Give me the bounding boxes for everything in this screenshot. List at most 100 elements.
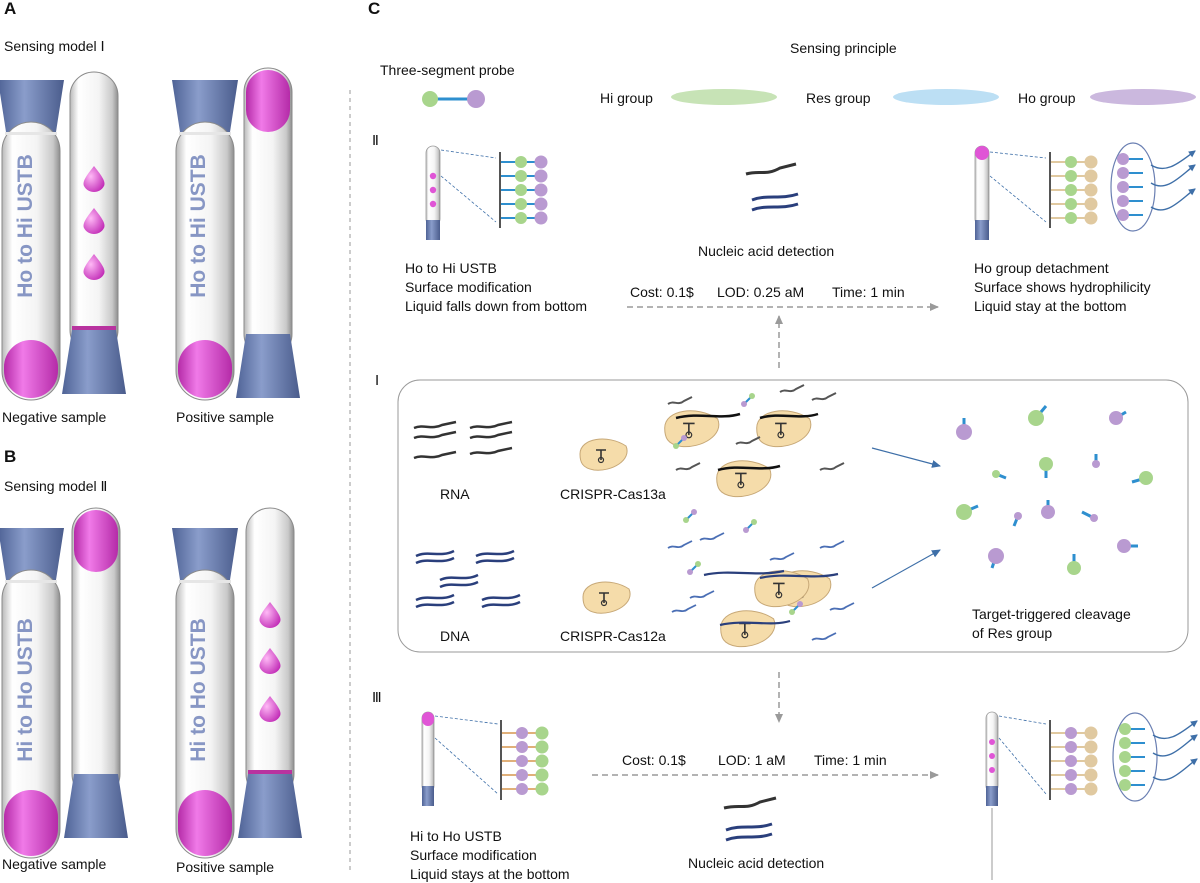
cas-body xyxy=(582,581,631,614)
probe-inner-ball xyxy=(516,727,528,739)
hi-fragment xyxy=(992,470,1000,478)
row-ii-time: Time: 1 min xyxy=(832,284,905,300)
tube-cap-top xyxy=(172,528,238,580)
panel-label-a: A xyxy=(4,0,17,18)
sensing-principle-title: Sensing principle xyxy=(790,40,897,56)
probe-bit-ball xyxy=(695,561,701,567)
tube-cap-bottom xyxy=(238,774,302,838)
row-i-graphics xyxy=(413,384,1153,648)
crrna-loop xyxy=(777,431,785,439)
probe-label: Three-segment probe xyxy=(380,62,515,78)
probe-bit-ball xyxy=(741,401,747,407)
released-ball xyxy=(1119,765,1131,777)
crrna-loop xyxy=(741,631,749,639)
liquid-droplet xyxy=(259,696,281,722)
tube-cap-bottom xyxy=(236,334,300,398)
row-ii-roman: Ⅱ xyxy=(372,134,379,149)
tube-cap-bottom xyxy=(64,774,128,838)
rna-fragment xyxy=(819,462,845,471)
probe-bit-ball xyxy=(687,569,693,575)
cas-body xyxy=(720,610,776,648)
ho-fragment xyxy=(1109,411,1123,425)
probe-inner-ball xyxy=(1065,755,1077,767)
probe-array-left-iii xyxy=(502,726,549,796)
probe-outer-ball xyxy=(534,155,548,169)
legend-ho: Ho group xyxy=(1018,90,1076,106)
tube-a-negative-outer xyxy=(0,80,64,401)
legend xyxy=(422,89,1196,108)
probe-outer-ball xyxy=(535,768,549,782)
row-i-roman: Ⅰ xyxy=(375,374,380,389)
probe-outer-ball xyxy=(534,183,548,197)
liquid-top xyxy=(246,70,290,132)
row-iii-left-2: Surface modification xyxy=(410,847,537,863)
liquid-droplet xyxy=(83,166,105,192)
tube-label-b2: Hi to Ho USTB xyxy=(187,618,210,761)
liquid-bottom xyxy=(4,790,58,856)
released-ball xyxy=(1117,195,1129,207)
dna-fragment xyxy=(811,632,837,641)
probe-inner-ball xyxy=(1065,727,1077,739)
hi-fragment xyxy=(1067,561,1081,575)
row-iii-cost: Cost: 0.1$ xyxy=(622,752,686,768)
dna-fragment xyxy=(819,540,845,549)
crrna-loop xyxy=(597,456,605,464)
released-ball xyxy=(1119,751,1131,763)
crrna xyxy=(599,592,609,603)
tube-b-positive-inner xyxy=(238,507,302,838)
liquid-droplet xyxy=(259,648,281,674)
target-dna xyxy=(719,619,791,627)
panel-a-negative: Negative sample xyxy=(2,409,107,425)
target-rna xyxy=(675,412,741,420)
legend-hi: Hi group xyxy=(600,90,653,106)
released-ball xyxy=(1117,209,1129,221)
tube-a-negative-inner xyxy=(62,71,126,394)
rna-fragment xyxy=(779,384,805,393)
probe-bit-ball xyxy=(789,609,795,615)
probe-inner-ball xyxy=(516,755,528,767)
cas-body xyxy=(756,410,812,448)
probe-bit-ball xyxy=(751,519,757,525)
liquid-bottom xyxy=(178,790,232,856)
row-ii-center: Nucleic acid detection xyxy=(698,243,835,259)
released-ball xyxy=(1117,153,1129,165)
row-iii-center: Nucleic acid detection xyxy=(688,855,825,871)
row-i-dna: DNA xyxy=(440,628,470,644)
panel-a-positive: Positive sample xyxy=(176,409,275,425)
probe-bit-ball xyxy=(681,435,687,441)
release-arrow xyxy=(1150,164,1196,187)
rna-fragment xyxy=(811,392,837,401)
panel-label-c: C xyxy=(368,0,381,18)
crrna-loop xyxy=(600,599,608,607)
dna-fragment xyxy=(829,602,855,611)
cas-protein xyxy=(582,581,631,614)
probe-inner-ball xyxy=(516,769,528,781)
row-iii-roman: Ⅲ xyxy=(372,691,382,706)
crrna-loop xyxy=(737,481,745,489)
panel-a-title: Sensing model Ⅰ xyxy=(4,38,105,54)
cas-protein xyxy=(756,410,812,448)
release-arrow xyxy=(1150,150,1196,170)
tube-cap-bottom xyxy=(62,330,126,394)
row-iii-lod: LOD: 1 aM xyxy=(718,752,786,768)
probe-outer-ball xyxy=(1084,169,1098,183)
dna-fragment xyxy=(671,604,697,613)
target-rna xyxy=(717,464,781,472)
row-iii-graphics xyxy=(421,711,1198,880)
probe-array-left xyxy=(501,155,548,225)
hi-fragment xyxy=(1028,410,1044,426)
tube-rim xyxy=(179,132,231,135)
tube-illustrations xyxy=(0,67,302,859)
liquid-top xyxy=(74,510,118,572)
probe-outer-ball xyxy=(1084,740,1098,754)
ho-fragment xyxy=(1090,514,1098,522)
ho-fragment xyxy=(988,548,1004,564)
tube-glass xyxy=(1,569,61,859)
probe-inner-ball xyxy=(1065,783,1077,795)
probe-bit-ball xyxy=(749,393,755,399)
crrna xyxy=(683,422,695,435)
dna-fragment xyxy=(769,552,795,561)
tube-a-positive-outer xyxy=(172,80,238,401)
probe-inner-ball xyxy=(515,184,527,196)
probe-inner-ball xyxy=(516,741,528,753)
